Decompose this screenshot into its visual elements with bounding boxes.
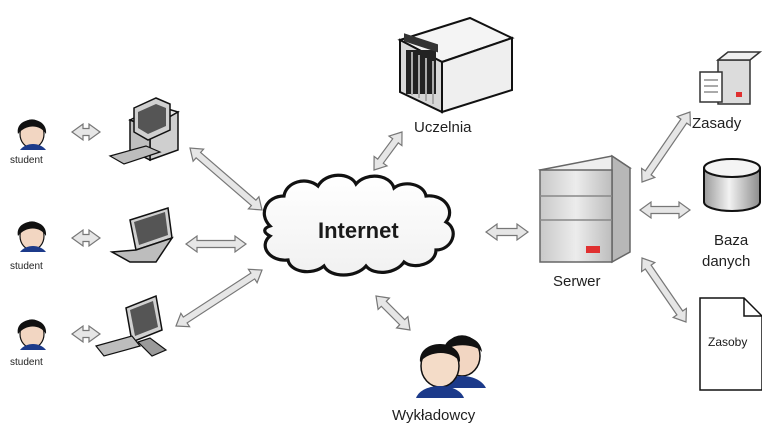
double-arrow-icon: [640, 111, 692, 183]
lecturers-label: Wykładowcy: [392, 407, 476, 424]
double-arrow-icon: [175, 268, 263, 328]
student-head-icon: [17, 221, 47, 252]
database-label-line2: danych: [702, 253, 751, 270]
internet-label: Internet: [318, 218, 399, 243]
double-arrow-icon: [484, 222, 530, 242]
document-icon: [699, 297, 762, 391]
double-arrow-icon: [640, 257, 688, 323]
flat-monitor-icon: [94, 294, 168, 357]
student-label: student: [10, 155, 43, 166]
desktop-computer-icon: [108, 97, 180, 165]
university-label: Uczelnia: [414, 119, 472, 136]
university-building-icon: [397, 16, 515, 114]
internet-cloud: [262, 173, 455, 277]
double-arrow-icon: [375, 295, 411, 331]
server-tower-icon: [538, 154, 632, 264]
double-arrow-icon: [373, 131, 403, 171]
double-arrow-icon: [638, 200, 692, 220]
double-arrow-icon: [70, 324, 102, 344]
database-label-line1: Baza: [714, 232, 749, 249]
rules-printer-icon: [699, 51, 762, 105]
laptop-icon: [109, 207, 174, 263]
student-label: student: [10, 261, 43, 272]
database-cylinder-icon: [703, 158, 761, 212]
student-label: student: [10, 357, 43, 368]
lecturers-icon: [416, 335, 486, 398]
double-arrow-icon: [184, 234, 248, 254]
student-head-icon: [17, 119, 47, 150]
double-arrow-icon: [189, 147, 263, 211]
double-arrow-icon: [70, 122, 102, 142]
rules-label: Zasady: [692, 115, 742, 132]
double-arrow-icon: [70, 228, 102, 248]
server-label: Serwer: [553, 273, 601, 290]
files-label: Zasoby: [708, 335, 748, 349]
student-head-icon: [17, 319, 47, 350]
